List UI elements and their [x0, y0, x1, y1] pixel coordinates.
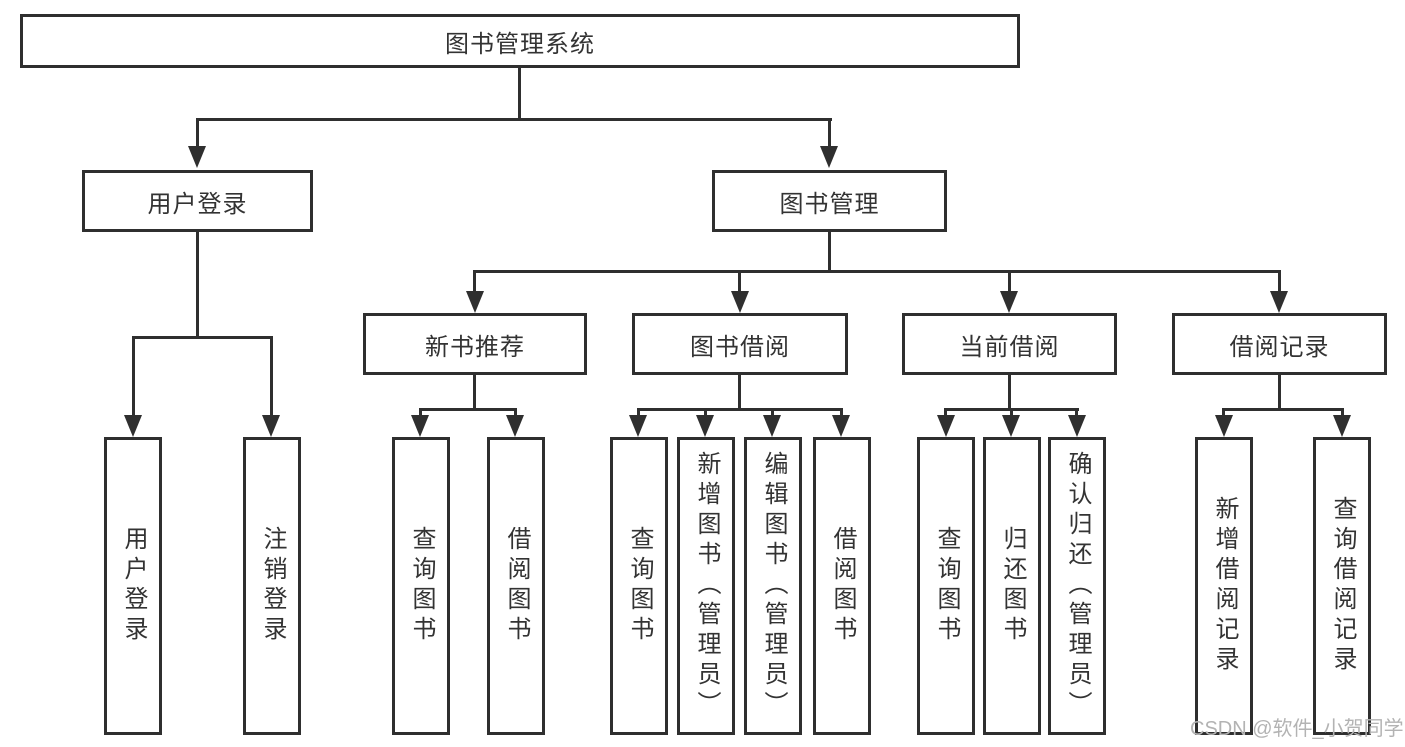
leaf-label: 确认归还（管理员）	[1064, 451, 1091, 721]
arrow-down-icon	[820, 146, 838, 168]
arrow-down-icon	[763, 415, 781, 437]
leaf-logout: 注销登录	[243, 437, 301, 735]
connector-drop	[132, 336, 135, 417]
connector-drop	[1222, 408, 1225, 418]
connector-drop	[270, 336, 273, 417]
arrow-down-icon	[1068, 415, 1086, 437]
arrow-down-icon	[188, 146, 206, 168]
arrow-down-icon	[1215, 415, 1233, 437]
leaf-label: 查询图书	[408, 526, 435, 646]
leaf-query-books: 查询图书	[392, 437, 450, 735]
connector-drop	[944, 408, 947, 418]
arrow-down-icon	[1002, 415, 1020, 437]
connector-drop	[1278, 270, 1281, 293]
connector-records-bar	[1222, 408, 1344, 411]
connector-records-stem	[1278, 375, 1281, 408]
connector-userlogin-bar	[132, 336, 273, 339]
arrow-down-icon	[731, 291, 749, 313]
connector-newbook-bar	[419, 408, 517, 411]
connector-drop	[1075, 408, 1078, 418]
connector-drop	[196, 118, 199, 148]
connector-root-bar	[196, 118, 832, 121]
connector-drop	[704, 408, 707, 418]
node-current-borrowing: 当前借阅	[902, 313, 1117, 375]
connector-root-stem	[518, 68, 521, 118]
leaf-return-books: 归还图书	[983, 437, 1041, 735]
connector-drop	[738, 270, 741, 293]
leaf-user-login: 用户登录	[104, 437, 162, 735]
connector-bookmgmt-stem	[828, 232, 831, 270]
leaf-add-books-admin: 新增图书（管理员）	[677, 437, 735, 735]
leaf-borrow-books: 借阅图书	[487, 437, 545, 735]
leaf-borrow-books: 借阅图书	[813, 437, 871, 735]
arrow-down-icon	[1000, 291, 1018, 313]
leaf-label: 归还图书	[999, 526, 1026, 646]
arrow-down-icon	[506, 415, 524, 437]
connector-drop	[1010, 408, 1013, 418]
connector-userlogin-stem	[196, 232, 199, 336]
leaf-label: 借阅图书	[829, 526, 856, 646]
arrow-down-icon	[629, 415, 647, 437]
node-book-borrowing: 图书借阅	[632, 313, 848, 375]
connector-drop	[1008, 270, 1011, 293]
connector-newbook-stem	[473, 375, 476, 408]
connector-drop	[828, 118, 831, 148]
node-book-management: 图书管理	[712, 170, 947, 232]
connector-drop	[637, 408, 640, 418]
connector-bookmgmt-bar	[473, 270, 1281, 273]
leaf-label: 注销登录	[259, 526, 286, 646]
leaf-edit-books-admin: 编辑图书（管理员）	[744, 437, 802, 735]
leaf-query-books: 查询图书	[917, 437, 975, 735]
connector-drop	[840, 408, 843, 418]
leaf-label: 新增借阅记录	[1211, 496, 1238, 676]
leaf-confirm-return-admin: 确认归还（管理员）	[1048, 437, 1106, 735]
connector-borrowing-bar	[637, 408, 843, 411]
arrow-down-icon	[1333, 415, 1351, 437]
connector-drop	[1341, 408, 1344, 418]
arrow-down-icon	[411, 415, 429, 437]
leaf-query-borrow-record: 查询借阅记录	[1313, 437, 1371, 735]
leaf-query-books: 查询图书	[610, 437, 668, 735]
leaf-add-borrow-record: 新增借阅记录	[1195, 437, 1253, 735]
connector-drop	[419, 408, 422, 418]
arrow-down-icon	[466, 291, 484, 313]
arrow-down-icon	[124, 415, 142, 437]
leaf-label: 查询图书	[933, 526, 960, 646]
connector-drop	[514, 408, 517, 418]
leaf-label: 借阅图书	[503, 526, 530, 646]
leaf-label: 用户登录	[120, 526, 147, 646]
connector-borrowing-stem	[738, 375, 741, 408]
csdn-watermark: CSDN @软件_小贺同学	[1190, 718, 1404, 740]
arrow-down-icon	[937, 415, 955, 437]
leaf-label: 查询借阅记录	[1329, 496, 1356, 676]
leaf-label: 查询图书	[626, 526, 653, 646]
arrow-down-icon	[696, 415, 714, 437]
node-borrowing-records: 借阅记录	[1172, 313, 1387, 375]
arrow-down-icon	[262, 415, 280, 437]
node-library-management-system: 图书管理系统	[20, 14, 1020, 68]
arrow-down-icon	[1270, 291, 1288, 313]
leaf-label: 编辑图书（管理员）	[760, 451, 787, 721]
connector-drop	[473, 270, 476, 293]
connector-current-stem	[1008, 375, 1011, 408]
leaf-label: 新增图书（管理员）	[693, 451, 720, 721]
arrow-down-icon	[832, 415, 850, 437]
node-new-book-recommendation: 新书推荐	[363, 313, 587, 375]
node-user-login: 用户登录	[82, 170, 313, 232]
connector-drop	[771, 408, 774, 418]
